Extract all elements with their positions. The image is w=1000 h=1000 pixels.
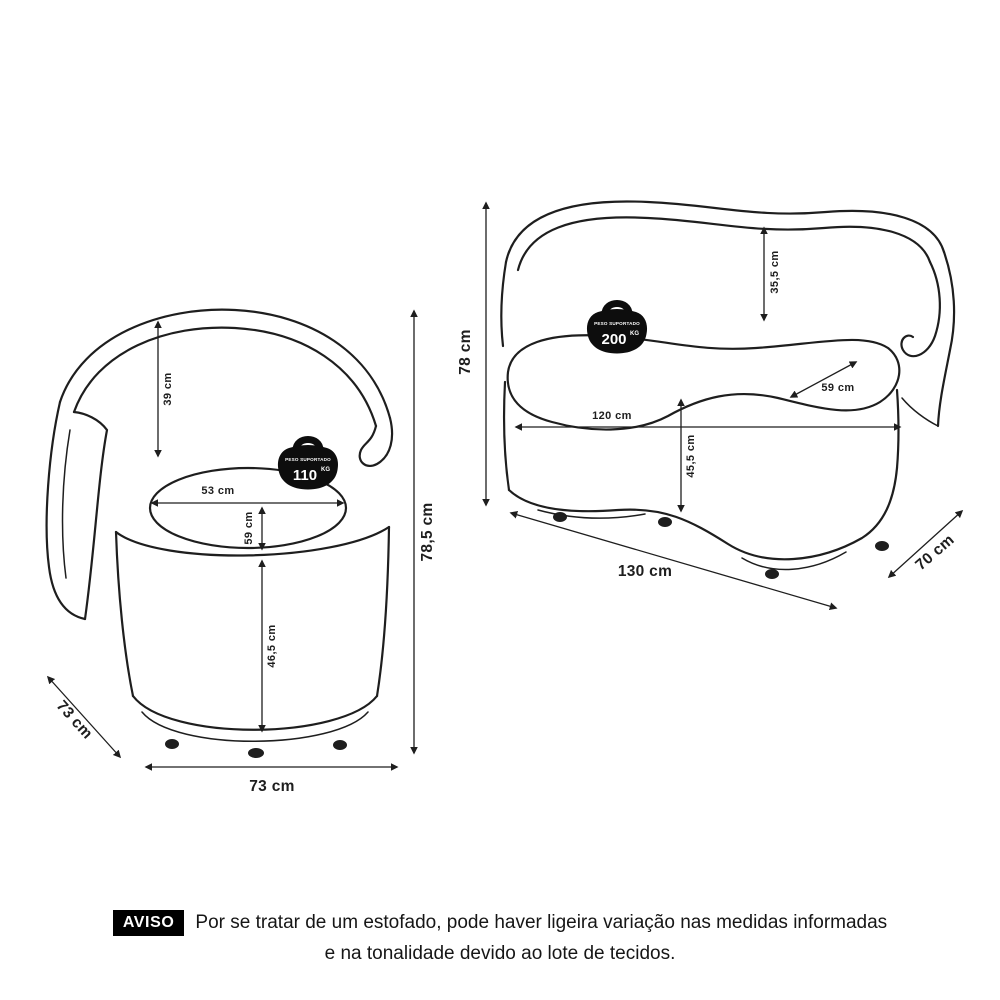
sofa-left-body-side: [502, 380, 511, 492]
sofa-width-label: 130 cm: [618, 563, 672, 580]
chair-seat-width-label: 53 cm: [201, 485, 234, 497]
chair-foot-right: [333, 740, 347, 750]
kettlebell-body-icon: [277, 445, 339, 490]
notice-text-line2: e na tonalidade devido ao lote de tecido…: [324, 943, 676, 965]
chair-left-arm-crease: [61, 429, 71, 579]
chair-depth-label: 73 cm: [53, 697, 96, 742]
sofa-plinth-right: [741, 551, 847, 571]
chair-weight-badge-value: 110: [293, 467, 317, 484]
sofa-back-inner-rim: [516, 216, 932, 272]
sofa-weight-badge-value: 200: [601, 331, 626, 348]
chair-back-height-label: 39 cm: [162, 372, 174, 405]
sofa-right-side-outer: [936, 250, 956, 428]
chair-base-bottom-edge: [131, 694, 379, 731]
sofa-seat-depth-label: 59 cm: [821, 382, 854, 394]
armchair-drawing: [45, 308, 394, 758]
notice-line1: AVISO Por se tratar de um estofado, pode…: [0, 910, 1000, 937]
sofa-weight-badge: PESO SUPORTADO 200 KG: [586, 300, 648, 354]
chair-width-label: 73 cm: [249, 778, 294, 795]
chair-depth-dim: [46, 675, 122, 759]
chair-total-height-label: 78,5 cm: [419, 503, 436, 562]
sofa-right-arm-lower-edge: [901, 397, 939, 427]
chair-base-left-side: [114, 530, 135, 698]
sofa-weight-badge-label: PESO SUPORTADO: [594, 321, 640, 326]
sofa-foot-3: [765, 569, 779, 579]
chair-plinth-edge: [141, 711, 369, 742]
sofa-seat-height-label: 45,5 cm: [685, 434, 697, 477]
sofa-bottom-edge: [507, 466, 899, 561]
chair-foot-left: [165, 739, 179, 749]
furniture-dimensions-svg: 39 cm 53 cm 59 cm 46,5 cm 78,5 cm 73 cm …: [45, 200, 964, 795]
chair-weight-badge: PESO SUPORTADO 110 KG: [277, 436, 339, 490]
sofa-weight-badge-unit: KG: [630, 331, 639, 337]
chair-foot-center: [248, 748, 264, 758]
aviso-badge: AVISO: [112, 910, 185, 937]
sofa-drawing: [500, 200, 956, 579]
sofa-foot-1: [553, 512, 567, 522]
sofa-inner-width-label: 120 cm: [592, 410, 632, 422]
sofa-width-dim: [509, 511, 838, 610]
sofa-back-outer-rim: [504, 200, 946, 264]
sofa-total-height-label: 78 cm: [457, 329, 474, 374]
chair-left-arm-outer-edge: [45, 400, 87, 621]
chair-weight-badge-label: PESO SUPORTADO: [285, 457, 331, 462]
sofa-depth-dim: [887, 509, 964, 579]
sofa-dimensions: 78 cm 35,5 cm 59 cm 120 cm 45,5 cm 130 c…: [457, 201, 964, 610]
notice: AVISO Por se tratar de um estofado, pode…: [0, 910, 1000, 965]
chair-seat-height-label: 46,5 cm: [266, 624, 278, 667]
sofa-foot-2: [658, 517, 672, 527]
sofa-foot-4: [875, 541, 889, 551]
chair-weight-badge-unit: KG: [321, 467, 330, 473]
chair-backrest-outer-rim: [58, 308, 392, 420]
chair-seat-cushion: [148, 466, 348, 550]
notice-text-line1: Por se tratar de um estofado, pode haver…: [195, 911, 888, 933]
sofa-right-arm-curl: [900, 260, 941, 358]
sofa-right-body-side: [895, 388, 900, 470]
chair-base-right-side: [375, 525, 391, 698]
chair-base-top-edge: [114, 525, 391, 557]
sofa-back-height-label: 35,5 cm: [769, 250, 781, 293]
chair-seat-depth-label: 59 cm: [243, 511, 255, 544]
sofa-seat-depth-dim: [789, 361, 858, 398]
chair-backrest-right-curl: [358, 416, 394, 467]
chair-backrest-inner-rim: [72, 326, 378, 428]
kettlebell-body-icon: [586, 309, 648, 354]
armchair-dimensions: 39 cm 53 cm 59 cm 46,5 cm 78,5 cm 73 cm …: [46, 309, 436, 795]
sofa-left-side-edge: [500, 260, 508, 348]
sofa-depth-label: 70 cm: [912, 531, 957, 574]
chair-left-arm-front-edge: [72, 410, 109, 621]
